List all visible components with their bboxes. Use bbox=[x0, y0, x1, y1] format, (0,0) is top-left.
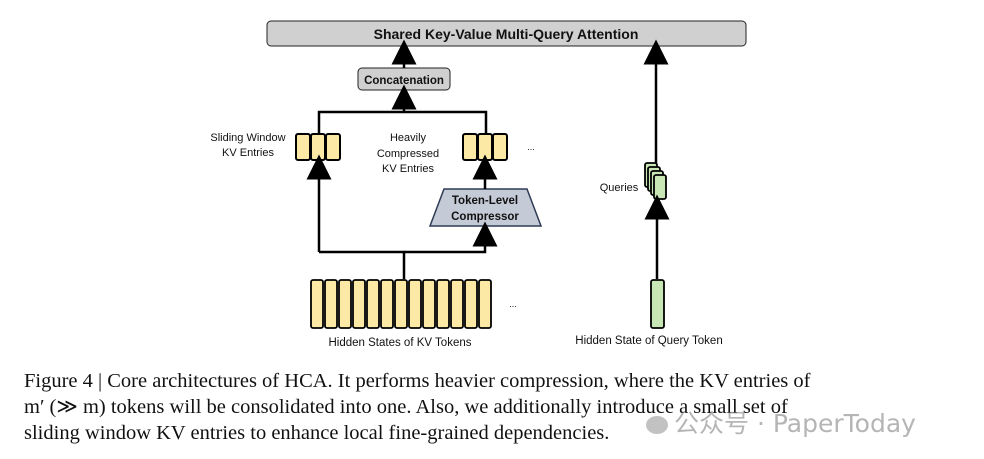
queries-stack bbox=[644, 162, 667, 200]
wechat-icon bbox=[646, 416, 668, 434]
watermark-text: 公众号 · PaperToday bbox=[674, 409, 916, 438]
caption-line-2: m′ (≫ m) tokens will be consolidated int… bbox=[24, 396, 788, 418]
concatenation-label: Concatenation bbox=[364, 75, 444, 87]
queries-label: Queries bbox=[600, 182, 639, 194]
kv-tokens-ellipsis: ... bbox=[509, 299, 517, 309]
sliding-window-kv-entries bbox=[295, 133, 341, 161]
branch-lines bbox=[319, 250, 406, 279]
figure-caption: Figure 4 | Core architectures of HCA. It… bbox=[24, 368, 944, 446]
kv-token-hidden-states bbox=[310, 279, 492, 329]
query-token-hidden-state bbox=[650, 279, 665, 329]
compressed-ellipsis: ... bbox=[527, 142, 535, 152]
compressor-label-line1: Token-Level bbox=[452, 195, 518, 207]
token-level-compressor bbox=[428, 188, 543, 227]
heavy-label-line3: KV Entries bbox=[382, 163, 434, 175]
attention-box bbox=[266, 20, 747, 47]
kv-tokens-label: Hidden States of KV Tokens bbox=[329, 337, 472, 349]
merge-lines bbox=[317, 110, 488, 133]
sliding-window-label-line2: KV Entries bbox=[222, 147, 274, 159]
compressed-kv-entries bbox=[462, 133, 508, 161]
caption-line-3: sliding window KV entries to enhance loc… bbox=[24, 422, 610, 444]
heavy-label-line1: Heavily bbox=[390, 132, 427, 144]
branch-lines-right bbox=[404, 221, 498, 254]
compressor-label-line2: Compressor bbox=[451, 211, 519, 223]
caption-line-1: Figure 4 | Core architectures of HCA. It… bbox=[24, 370, 811, 392]
query-token-label: Hidden State of Query Token bbox=[575, 335, 722, 347]
watermark: 公众号 · PaperToday bbox=[646, 404, 916, 440]
sliding-window-label-line1: Sliding Window bbox=[210, 132, 285, 144]
heavy-label-line2: Compressed bbox=[377, 148, 439, 160]
attention-box-label: Shared Key-Value Multi-Query Attention bbox=[374, 26, 639, 42]
